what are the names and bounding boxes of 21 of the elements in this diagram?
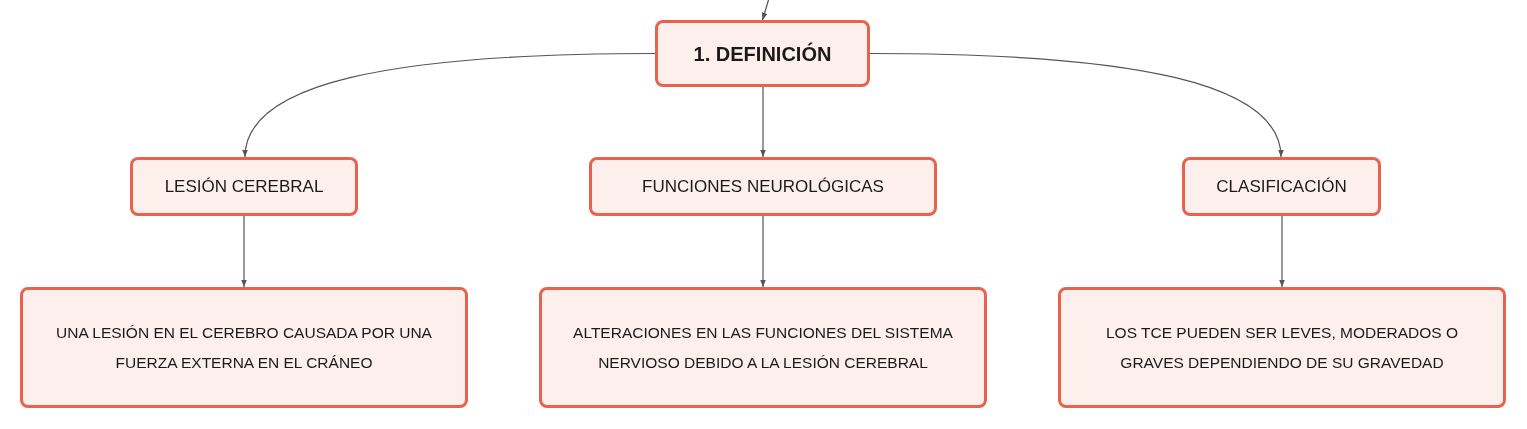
node-text: ALTERACIONES EN LAS FUNCIONES DEL SISTEMA NERVIOSO DEBIDO A LA LESIÓN CEREBRAL: [572, 322, 954, 373]
node-text: LESIÓN CEREBRAL: [164, 175, 324, 198]
concept-box: [1058, 287, 1506, 408]
concept-box: [589, 157, 937, 216]
connector-arrow: [760, 215, 766, 288]
node-text: CLASIFICACIÓN: [1216, 175, 1347, 198]
concept-box: [130, 157, 358, 216]
node-text: 1. DEFINICIÓN: [693, 41, 832, 67]
concept-box: [1182, 157, 1381, 216]
node-text: FUNCIONES NEUROLÓGICAS: [642, 175, 884, 198]
concept-box: [655, 20, 870, 87]
connector-arrow: [869, 52, 1283, 158]
connector-arrow: [241, 215, 247, 288]
node-text: LOS TCE PUEDEN SER LEVES, MODERADOS O GRAVES DEPENDIENDO DE SU GRAVEDAD: [1105, 322, 1459, 373]
connector-arrow: [243, 52, 656, 158]
node-text: UNA LESIÓN EN EL CEREBRO CAUSADA POR UNA FUERZA EXTERNA EN EL CRÁNEO: [55, 322, 433, 373]
concept-box: [539, 287, 987, 408]
concept-box: [20, 287, 468, 408]
connector-arrow: [1279, 215, 1285, 288]
connector-arrow: [761, 0, 770, 21]
connector-arrow: [760, 86, 766, 158]
